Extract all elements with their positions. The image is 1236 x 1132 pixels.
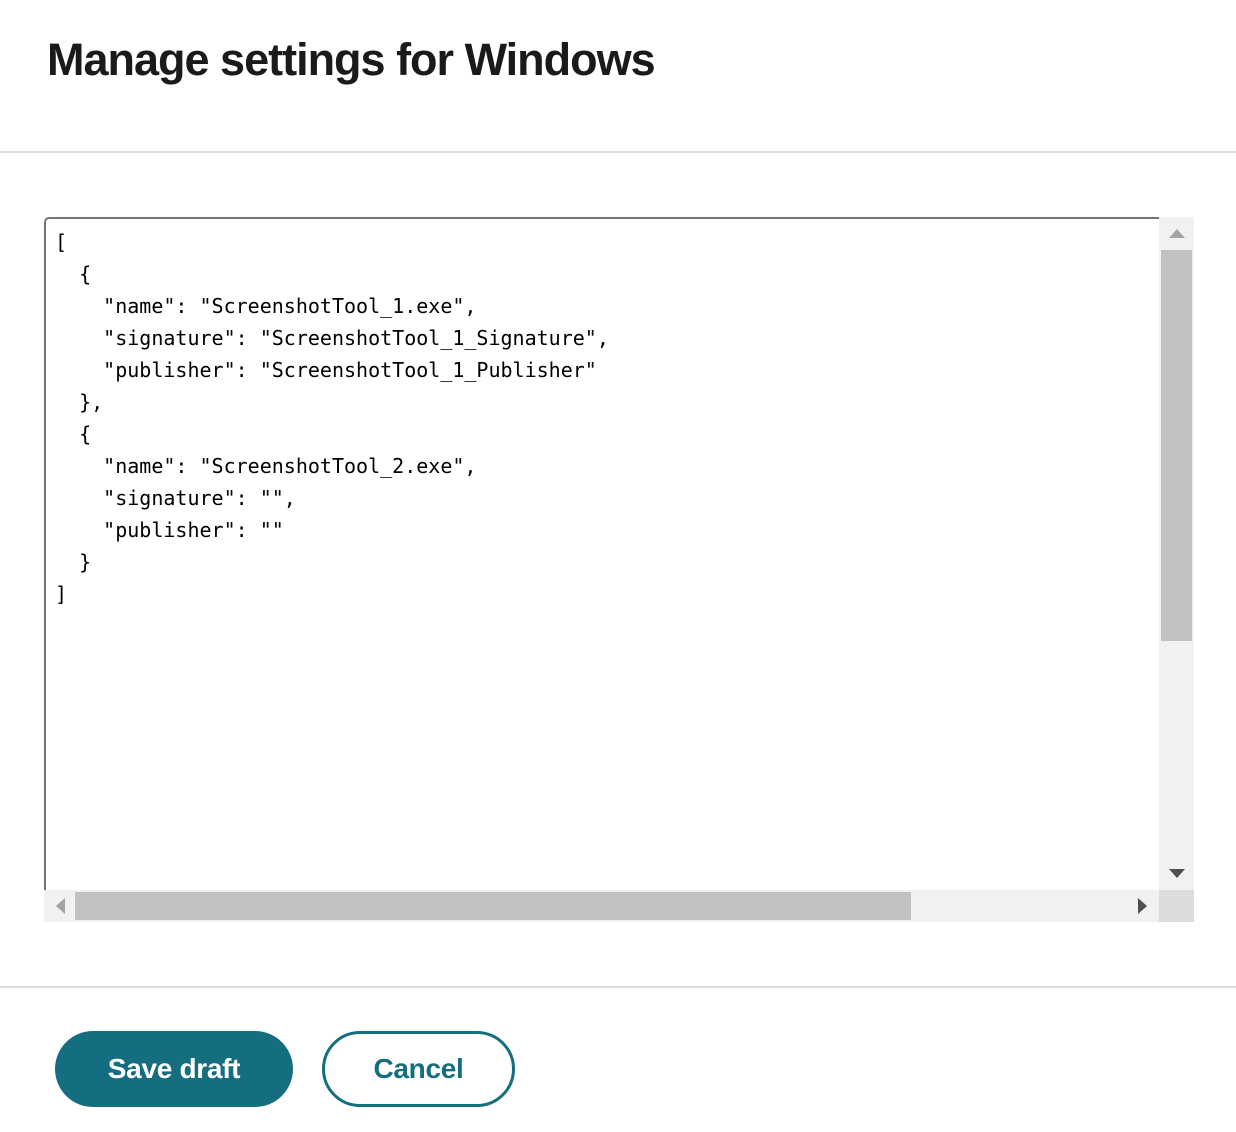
triangle-left-icon xyxy=(56,898,65,914)
cancel-button[interactable]: Cancel xyxy=(322,1031,515,1107)
triangle-up-icon xyxy=(1168,229,1185,238)
scroll-left-button[interactable] xyxy=(44,890,77,922)
triangle-down-icon xyxy=(1168,869,1185,878)
vertical-scrollbar[interactable] xyxy=(1159,217,1194,890)
scroll-up-button[interactable] xyxy=(1159,217,1194,250)
triangle-right-icon xyxy=(1138,898,1147,914)
horizontal-scrollbar[interactable] xyxy=(44,890,1159,922)
page-title: Manage settings for Windows xyxy=(47,34,656,85)
scroll-right-button[interactable] xyxy=(1126,890,1159,922)
horizontal-scrollbar-thumb[interactable] xyxy=(75,892,911,920)
scroll-down-button[interactable] xyxy=(1159,857,1194,890)
json-code-textarea[interactable]: [ { "name": "ScreenshotTool_1.exe", "sig… xyxy=(44,217,1159,890)
header-divider xyxy=(0,151,1236,153)
footer-divider xyxy=(0,986,1236,988)
save-draft-button[interactable]: Save draft xyxy=(55,1031,293,1107)
scrollbar-corner xyxy=(1159,890,1194,922)
vertical-scrollbar-thumb[interactable] xyxy=(1161,250,1192,641)
json-settings-editor: [ { "name": "ScreenshotTool_1.exe", "sig… xyxy=(44,217,1194,922)
